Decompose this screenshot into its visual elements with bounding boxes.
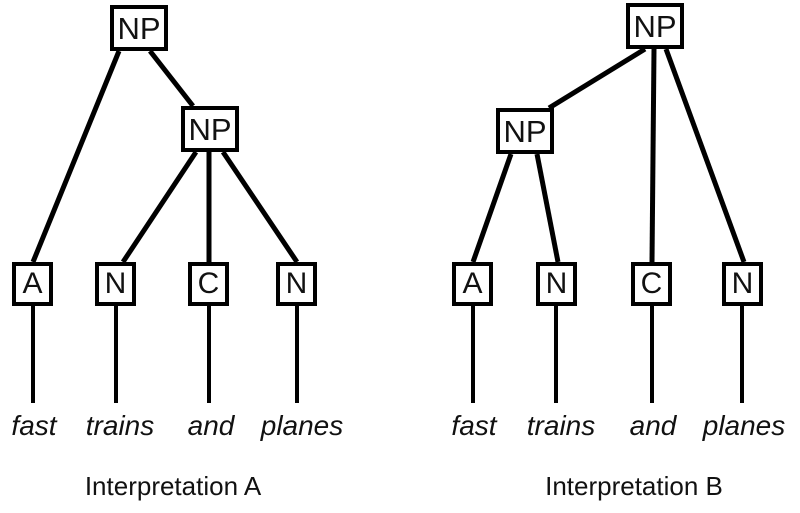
tree-node-n: N <box>95 262 136 306</box>
tree-edge <box>547 46 647 111</box>
tree-node-n: N <box>722 262 763 306</box>
tree-edge <box>30 50 122 263</box>
tree-node-label: NP <box>188 111 232 147</box>
leaf-word: and <box>629 410 677 441</box>
tree-node-label: C <box>197 267 220 300</box>
tree-node-label: NP <box>117 10 161 46</box>
leaf-word: trains <box>85 410 155 441</box>
tree-edge <box>534 153 561 263</box>
tree-node-a: A <box>12 262 53 306</box>
tree-node-label: N <box>104 267 127 300</box>
tree-node-label: N <box>731 267 754 300</box>
leaf-word: fast <box>11 410 57 441</box>
tree-node-label: A <box>462 267 483 300</box>
leaf-word: trains <box>526 410 596 441</box>
tree-edge <box>649 48 657 263</box>
leaf-word: and <box>187 410 235 441</box>
tree-node-np: NP <box>626 3 684 49</box>
tree-edge <box>470 153 514 263</box>
tree-node-np: NP <box>110 5 168 51</box>
tree-node-label: N <box>285 267 308 300</box>
tree-node-np: NP <box>496 108 554 154</box>
tree-node-label: C <box>640 267 663 300</box>
tree-node-c: C <box>188 262 229 306</box>
leaf-word: planes <box>260 410 344 441</box>
tree-caption: Interpretation B <box>545 471 723 501</box>
tree-node-a: A <box>452 262 493 306</box>
tree-caption: Interpretation A <box>84 471 262 501</box>
leaf-word: fast <box>451 410 497 441</box>
leaf-word: planes <box>702 410 786 441</box>
tree-edge <box>120 150 199 264</box>
tree-node-c: C <box>631 262 672 306</box>
tree-node-label: NP <box>503 113 547 149</box>
tree-node-label: NP <box>633 8 677 44</box>
tree-node-n: N <box>276 262 317 306</box>
tree-edge <box>220 150 300 264</box>
tree-edge <box>663 48 747 263</box>
tree-node-label: N <box>545 267 568 300</box>
tree-edge <box>148 49 195 108</box>
tree-node-np: NP <box>181 106 239 152</box>
tree-node-n: N <box>536 262 577 306</box>
tree-node-label: A <box>22 267 43 300</box>
